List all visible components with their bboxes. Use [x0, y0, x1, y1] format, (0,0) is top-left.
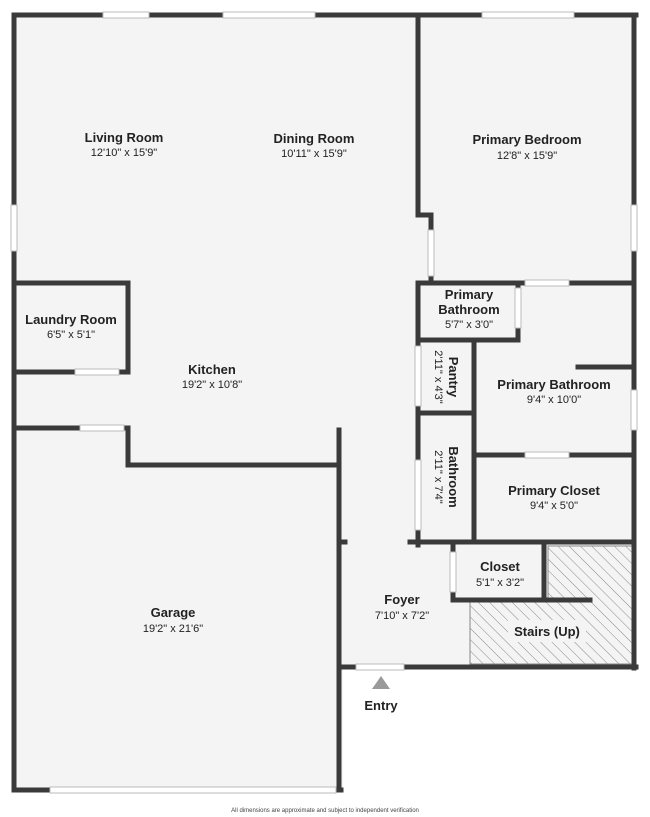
stairs: Stairs (Up): [508, 620, 586, 642]
disclaimer-text: All dimensions are approximate and subje…: [231, 808, 419, 814]
garage-name: Garage: [151, 605, 196, 620]
bathroom-dims: 2'11" x 7'4": [432, 450, 444, 503]
primary-bedroom-name: Primary Bedroom: [472, 132, 581, 147]
kitchen-dims: 19'2" x 10'8": [182, 379, 242, 391]
garage-dims: 19'2" x 21'6": [143, 623, 203, 635]
entry-label: Entry: [364, 698, 398, 713]
laundry-room: Laundry Room 6'5" x 5'1": [25, 312, 117, 341]
primary-bedroom-dims: 12'8" x 15'9": [497, 150, 557, 162]
closet: Closet 5'1" x 3'2": [476, 559, 524, 589]
primary-bathroom-small-dims: 5'7" x 3'0": [445, 319, 493, 331]
dining-room-dims: 10'11" x 15'9": [281, 148, 347, 160]
primary-bathroom: Primary Bathroom 9'4" x 10'0": [497, 377, 610, 406]
entry-arrow-icon: [372, 676, 390, 689]
windows: [10, 11, 638, 794]
kitchen: Kitchen 19'2" x 10'8": [182, 362, 242, 391]
primary-closet-name: Primary Closet: [508, 483, 600, 498]
kitchen-name: Kitchen: [188, 362, 236, 377]
stairs-label-bg: [508, 620, 586, 642]
walls: [11, 12, 639, 793]
living-room: Living Room 12'10" x 15'9": [85, 130, 164, 159]
primary-closet: Primary Closet 9'4" x 5'0": [508, 483, 600, 512]
dining-room: Dining Room 10'11" x 15'9": [274, 131, 355, 160]
bathroom-name: Bathroom: [446, 446, 461, 507]
closet-dims: 5'1" x 3'2": [476, 577, 524, 589]
pantry-name: Pantry: [446, 357, 461, 398]
living-room-dims: 12'10" x 15'9": [91, 147, 158, 159]
garage: Garage 19'2" x 21'6": [143, 605, 203, 635]
entry-marker: Entry: [364, 676, 398, 713]
foyer-name: Foyer: [384, 592, 419, 607]
laundry-room-name: Laundry Room: [25, 312, 117, 327]
dining-room-name: Dining Room: [274, 131, 355, 146]
living-room-name: Living Room: [85, 130, 164, 145]
foyer-dims: 7'10" x 7'2": [375, 610, 429, 622]
bathroom: Bathroom 2'11" x 7'4": [432, 446, 461, 507]
primary-bathroom-dims: 9'4" x 10'0": [527, 394, 581, 406]
primary-bathroom-small: Primary Bathroom 5'7" x 3'0": [438, 287, 499, 331]
primary-bathroom-small-name-line2: Bathroom: [438, 302, 499, 317]
laundry-room-dims: 6'5" x 5'1": [47, 329, 95, 341]
primary-bathroom-name: Primary Bathroom: [497, 377, 610, 392]
stairs-name: Stairs (Up): [514, 624, 580, 639]
foyer: Foyer 7'10" x 7'2": [375, 592, 429, 622]
pantry: Pantry 2'11" x 4'3": [432, 350, 461, 403]
primary-bathroom-small-name-line1: Primary: [445, 287, 494, 302]
pantry-dims: 2'11" x 4'3": [432, 350, 444, 403]
primary-bedroom: Primary Bedroom 12'8" x 15'9": [472, 132, 581, 162]
primary-closet-dims: 9'4" x 5'0": [530, 500, 578, 512]
closet-name: Closet: [480, 559, 520, 574]
